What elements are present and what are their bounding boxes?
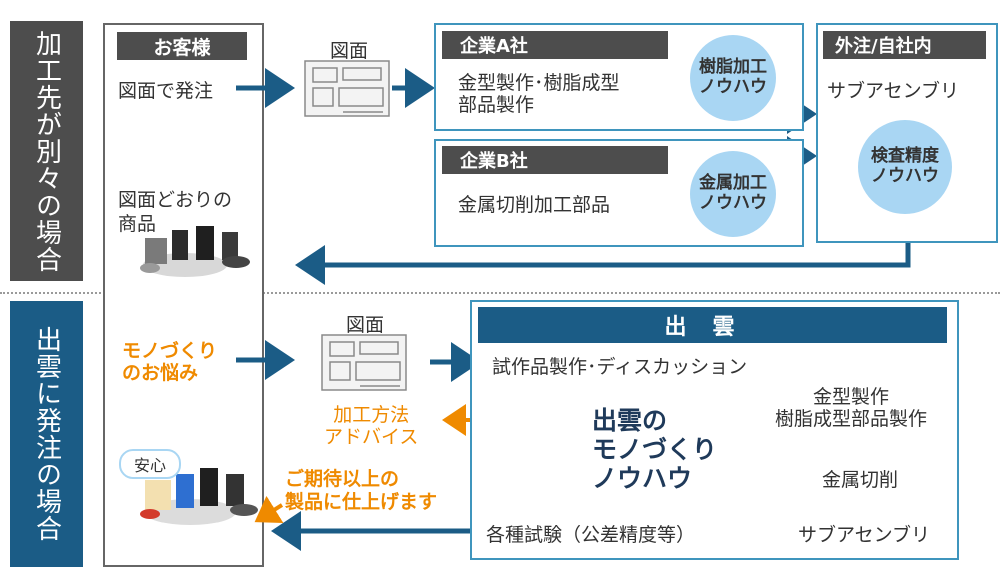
- drawing-label-top: 図面: [330, 40, 369, 62]
- outsource-knowhow-line-1: 検査精度: [871, 146, 939, 167]
- manufacturing-worries: モノづくり のお悩み: [122, 340, 217, 384]
- company-b-knowhow-line-1: 金属加工: [699, 173, 767, 194]
- company-b-line-1: 金属切削加工部品: [458, 194, 611, 216]
- product-image-top: [140, 226, 250, 277]
- advice-line-2: アドバイス: [324, 426, 419, 448]
- company-b-title: 企業B社: [442, 146, 668, 174]
- outsource-knowhow: 検査精度ノウハウ: [858, 120, 952, 214]
- cloud-line-1: 出雲の: [592, 406, 668, 435]
- outsource-line-1: サブアセンブリ: [827, 80, 960, 102]
- anshin-badge: 安心: [119, 449, 181, 479]
- side-label-izumo: 出雲に発注の場合: [10, 301, 83, 567]
- company-a-line-1: 金型製作･樹脂成型: [458, 72, 620, 94]
- izumo-mold-line-2: 樹脂成型部品製作: [775, 408, 928, 430]
- izumo-title: 出雲: [478, 307, 947, 343]
- side-label-separate: 加工先が別々の場合: [10, 21, 83, 281]
- worries-line-2: のお悩み: [122, 362, 199, 384]
- cloud-text: 出雲の モノづくり ノウハウ: [592, 406, 717, 493]
- outsource-knowhow-line-2: ノウハウ: [871, 166, 939, 186]
- arrow-return-to-customer: [295, 236, 911, 285]
- izumo-mold: 金型製作 樹脂成型部品製作: [775, 386, 927, 430]
- company-a-knowhow-line-1: 樹脂加工: [699, 57, 767, 78]
- customer-title: お客様: [117, 32, 247, 60]
- cloud-line-2: モノづくり: [592, 435, 718, 464]
- drawing-icon-bottom: [321, 334, 407, 391]
- order-by-drawing: 図面で発注: [118, 80, 214, 102]
- company-a-line-2: 部品製作: [458, 94, 535, 116]
- company-b-knowhow-line-2: ノウハウ: [699, 193, 767, 213]
- worries-line-1: モノづくり: [122, 340, 218, 362]
- exceed-expectations: ご期待以上の 製品に仕上げます: [285, 468, 437, 514]
- product-image-bottom: [140, 468, 258, 525]
- product-as-drawn: 図面どおりの 商品: [118, 188, 232, 236]
- company-a-description: 金型製作･樹脂成型 部品製作: [458, 72, 620, 116]
- company-a-knowhow: 樹脂加工ノウハウ: [690, 35, 776, 121]
- izumo-prototype: 試作品製作･ディスカッション: [492, 356, 748, 378]
- company-a-title: 企業A社: [442, 31, 668, 59]
- side-label-separate-text: 加工先が別々の場合: [31, 29, 62, 273]
- izumo-box: [470, 300, 959, 560]
- izumo-sub-assembly: サブアセンブリ: [798, 524, 931, 546]
- section-divider: [0, 292, 1000, 294]
- drawing-label-bottom: 図面: [346, 314, 385, 336]
- product-line-1: 図面どおりの: [118, 189, 233, 211]
- izumo-mold-line-1: 金型製作: [813, 386, 890, 408]
- orange-arrow-to-customer: [254, 495, 284, 523]
- company-b-knowhow: 金属加工ノウハウ: [690, 151, 776, 237]
- company-a-knowhow-line-2: ノウハウ: [699, 77, 767, 97]
- exceed-line-2: 製品に仕上げます: [285, 491, 438, 513]
- outsource-title: 外注/自社内: [823, 31, 986, 59]
- cloud-line-3: ノウハウ: [592, 464, 693, 493]
- product-line-2: 商品: [118, 213, 157, 235]
- izumo-metal-cutting: 金属切削: [822, 469, 899, 491]
- exceed-line-1: ご期待以上の: [285, 468, 400, 490]
- advice-line-1: 加工方法: [333, 404, 410, 426]
- side-label-izumo-text: 出雲に発注の場合: [31, 326, 62, 542]
- izumo-tests: 各種試験（公差精度等）: [486, 524, 696, 546]
- drawing-icon-top: [304, 60, 390, 117]
- processing-advice: 加工方法 アドバイス: [324, 404, 418, 448]
